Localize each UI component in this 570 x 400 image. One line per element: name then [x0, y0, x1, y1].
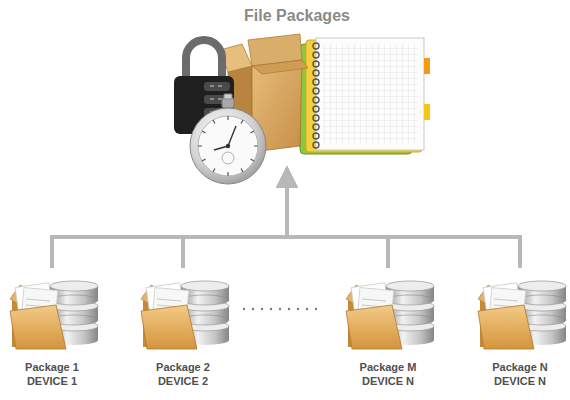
ellipsis-dots-part [243, 308, 245, 310]
illustration-node: File Packages [167, 0, 407, 168]
connector-arrow [287, 168, 388, 268]
notebook-illustration-part-part [313, 133, 319, 139]
box-illustration-part [252, 60, 308, 74]
package-node: Package M DEVICE N [333, 268, 443, 398]
package-node: Package N DEVICE N [465, 268, 570, 398]
notebook-illustration-part [424, 58, 430, 74]
notebook-illustration-part-part [313, 106, 319, 112]
notebook-illustration-part [313, 43, 319, 148]
connector-arrow [287, 168, 520, 268]
ellipsis-dots-part [297, 308, 299, 310]
package-icon [141, 281, 229, 349]
package-label: Package N DEVICE N [480, 360, 560, 388]
stopwatch-illustration-part [198, 116, 258, 176]
stopwatch-illustration-part [226, 144, 230, 148]
ellipsis-dots-part [306, 308, 308, 310]
stopwatch-illustration-part [190, 108, 266, 184]
package-icon [478, 281, 566, 349]
padlock-illustration-part [204, 82, 230, 91]
package-node: Package 2 DEVICE 2 [128, 268, 238, 398]
package-node: Package 1 DEVICE 1 [0, 268, 107, 398]
ellipsis-dots-part [288, 308, 290, 310]
notebook-illustration-part-part [313, 79, 319, 85]
package-icons [10, 281, 566, 349]
notebook-illustration-part [322, 44, 418, 144]
package-label: Package 2 DEVICE 2 [143, 360, 223, 388]
notebook-illustration-part-part [313, 61, 319, 67]
diagram-heading: File Packages [177, 6, 417, 26]
notebook-illustration-part-part [313, 97, 319, 103]
stopwatch-illustration-part [228, 126, 236, 146]
connector-arrow [52, 168, 287, 268]
ellipsis-dots-part [261, 308, 263, 310]
stopwatch-illustration-part [224, 94, 232, 99]
ellipsis-dots-part [279, 308, 281, 310]
notebook-illustration-part-part [313, 142, 319, 148]
package-icon [10, 281, 98, 349]
stopwatch-illustration-part [198, 116, 258, 176]
padlock-illustration-part [186, 40, 222, 80]
notebook-illustration-part-part [313, 88, 319, 94]
stopwatch-illustration [190, 94, 266, 184]
notebook-illustration-part-part [313, 43, 319, 49]
package-icon [346, 281, 434, 349]
connector-arrow [183, 168, 287, 268]
notebook-illustration-part-part [313, 115, 319, 121]
package-label: Package M DEVICE N [348, 360, 428, 388]
notebook-illustration-part-part [313, 124, 319, 130]
ellipsis-dots-part [315, 308, 317, 310]
stopwatch-illustration-part [222, 152, 234, 164]
ellipsis-dots-part [252, 308, 254, 310]
ellipsis-dots [243, 308, 317, 310]
ellipsis-dots-part [270, 308, 272, 310]
notebook-illustration-part [306, 40, 422, 152]
notebook-illustration-part [316, 38, 424, 150]
notebook-illustration-part [424, 104, 430, 120]
notebook-illustration-part-part [313, 70, 319, 76]
notebook-illustration [300, 38, 430, 154]
notebook-illustration-part-part [313, 52, 319, 58]
package-label: Package 1 DEVICE 1 [12, 360, 92, 388]
